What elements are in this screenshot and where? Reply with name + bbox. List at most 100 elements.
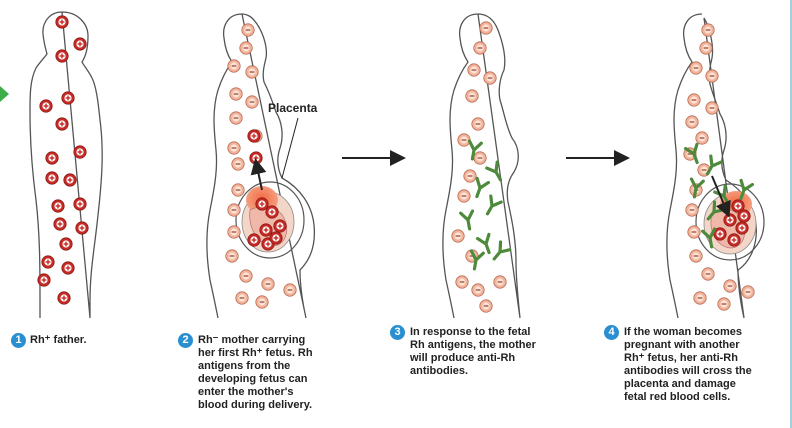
caption-line: Rh⁻ mother carrying bbox=[198, 334, 313, 347]
rh-positive-cell-icon bbox=[728, 234, 740, 246]
rh-negative-cell-icon bbox=[686, 204, 698, 216]
fetal-cell-entry-arrow bbox=[256, 162, 262, 190]
caption-line: antibodies will cross the bbox=[624, 365, 752, 378]
rh-negative-cell-icon bbox=[688, 94, 700, 106]
rh-negative-cell-icon bbox=[230, 112, 242, 124]
rh-negative-cell-icon bbox=[690, 250, 702, 262]
rh-negative-cell-icon bbox=[464, 170, 476, 182]
rh-negative-cell-icon bbox=[686, 116, 698, 128]
rh-negative-cell-icon bbox=[262, 278, 274, 290]
rh-negative-cell-icon bbox=[718, 298, 730, 310]
rh-positive-cell-icon bbox=[74, 38, 86, 50]
rh-negative-cell-icon bbox=[480, 22, 492, 34]
caption-line: Rh⁺ fetus, her anti-Rh bbox=[624, 352, 752, 365]
rh-negative-cell-icon bbox=[706, 70, 718, 82]
rh-positive-cell-icon bbox=[46, 152, 58, 164]
rh-negative-cell-icon bbox=[690, 62, 702, 74]
caption-line: fetal red blood cells. bbox=[624, 391, 752, 404]
rh-negative-cell-icon bbox=[284, 284, 296, 296]
rh-positive-cell-icon bbox=[266, 206, 278, 218]
step-badge-1: 1 bbox=[11, 333, 26, 348]
rh-negative-cell-icon bbox=[256, 296, 268, 308]
rh-positive-cell-icon bbox=[38, 274, 50, 286]
rh-negative-cell-icon bbox=[228, 204, 240, 216]
step-badge-3: 3 bbox=[390, 325, 405, 340]
rh-positive-cell-icon bbox=[736, 222, 748, 234]
rh-negative-cell-icon bbox=[474, 42, 486, 54]
step-badge-4: 4 bbox=[604, 325, 619, 340]
rh-positive-cell-icon bbox=[56, 50, 68, 62]
caption-line: pregnant with another bbox=[624, 339, 752, 352]
rh-negative-cell-icon bbox=[228, 226, 240, 238]
caption-line: Rh antigens, the mother bbox=[410, 339, 536, 352]
rh-negative-cell-icon bbox=[452, 230, 464, 242]
rh-negative-cell-icon bbox=[694, 292, 706, 304]
father-rh-positive-cells bbox=[38, 16, 88, 304]
rh-negative-cell-icon bbox=[228, 60, 240, 72]
rh-positive-cell-icon bbox=[74, 198, 86, 210]
rh-negative-cell-icon bbox=[246, 96, 258, 108]
rh-positive-cell-icon bbox=[46, 172, 58, 184]
caption-line: antibodies. bbox=[410, 365, 536, 378]
rh-negative-cell-icon bbox=[472, 118, 484, 130]
rh-positive-cell-icon bbox=[62, 262, 74, 274]
caption-line: blood during delivery. bbox=[198, 399, 313, 412]
rh-negative-cell-icon bbox=[246, 66, 258, 78]
rh-positive-cell-icon bbox=[260, 224, 272, 236]
rh-positive-cell-icon bbox=[56, 16, 68, 28]
mother-outline-2 bbox=[443, 14, 520, 318]
rh-positive-cell-icon bbox=[42, 256, 54, 268]
caption-line: enter the mother's bbox=[198, 386, 313, 399]
antibody-icon bbox=[490, 242, 510, 263]
rh-positive-cell-icon bbox=[248, 234, 260, 246]
step-caption-4: If the woman becomes pregnant with anoth… bbox=[624, 326, 752, 404]
rh-negative-cell-icon bbox=[480, 300, 492, 312]
rh-negative-cell-icon bbox=[456, 276, 468, 288]
rh-negative-cell-icon bbox=[468, 64, 480, 76]
rh-positive-cell-icon bbox=[64, 174, 76, 186]
antibody-icon bbox=[482, 196, 501, 217]
rh-negative-cell-icon bbox=[724, 280, 736, 292]
mother-outline-1 bbox=[207, 14, 314, 318]
caption-line: antigens from the bbox=[198, 360, 313, 373]
rh-negative-cell-icon bbox=[742, 286, 754, 298]
step-caption-3: In response to the fetal Rh antigens, th… bbox=[410, 326, 536, 378]
mother-figure-2 bbox=[443, 14, 520, 318]
rh-positive-cell-icon bbox=[738, 210, 750, 222]
rh-negative-cell-icon bbox=[466, 90, 478, 102]
rh-negative-cell-icon bbox=[696, 132, 708, 144]
rh-negative-cell-icon bbox=[230, 88, 242, 100]
rh-negative-cell-icon bbox=[484, 72, 496, 84]
step-caption-2: Rh⁻ mother carrying her first Rh⁺ fetus.… bbox=[198, 334, 313, 412]
rh-positive-cell-icon bbox=[724, 214, 736, 226]
mother-figure-1 bbox=[207, 14, 314, 318]
rh-negative-cell-icon bbox=[232, 158, 244, 170]
mother-3-cells bbox=[684, 24, 754, 310]
rh-negative-cell-icon bbox=[702, 24, 714, 36]
rh-positive-cell-icon bbox=[54, 218, 66, 230]
caption-line: In response to the fetal bbox=[410, 326, 536, 339]
rh-negative-cell-icon bbox=[226, 250, 238, 262]
antibody-icon bbox=[471, 178, 488, 198]
caption-line: placenta and damage bbox=[624, 378, 752, 391]
rh-negative-cell-icon bbox=[472, 284, 484, 296]
rh-negative-cell-icon bbox=[240, 42, 252, 54]
rh-positive-cell-icon bbox=[76, 222, 88, 234]
rh-positive-cell-icon bbox=[56, 118, 68, 130]
rh-negative-cell-icon bbox=[240, 270, 252, 282]
antibody-icon bbox=[478, 234, 495, 254]
rh-negative-cell-icon bbox=[242, 24, 254, 36]
antibody-icon bbox=[487, 162, 506, 183]
caption-line: Rh⁺ father. bbox=[30, 334, 87, 347]
rh-positive-cell-icon bbox=[52, 200, 64, 212]
rh-negative-cell-icon bbox=[228, 142, 240, 154]
rh-positive-cell-icon bbox=[40, 100, 52, 112]
rh-positive-cell-icon bbox=[74, 146, 86, 158]
placenta-label: Placenta bbox=[268, 101, 318, 115]
caption-line: If the woman becomes bbox=[624, 326, 752, 339]
rh-positive-cell-icon bbox=[248, 130, 260, 142]
rh-negative-cell-icon bbox=[236, 292, 248, 304]
rh-positive-cell-icon bbox=[270, 232, 282, 244]
rh-positive-cell-icon bbox=[60, 238, 72, 250]
placenta-pointer bbox=[282, 118, 298, 178]
